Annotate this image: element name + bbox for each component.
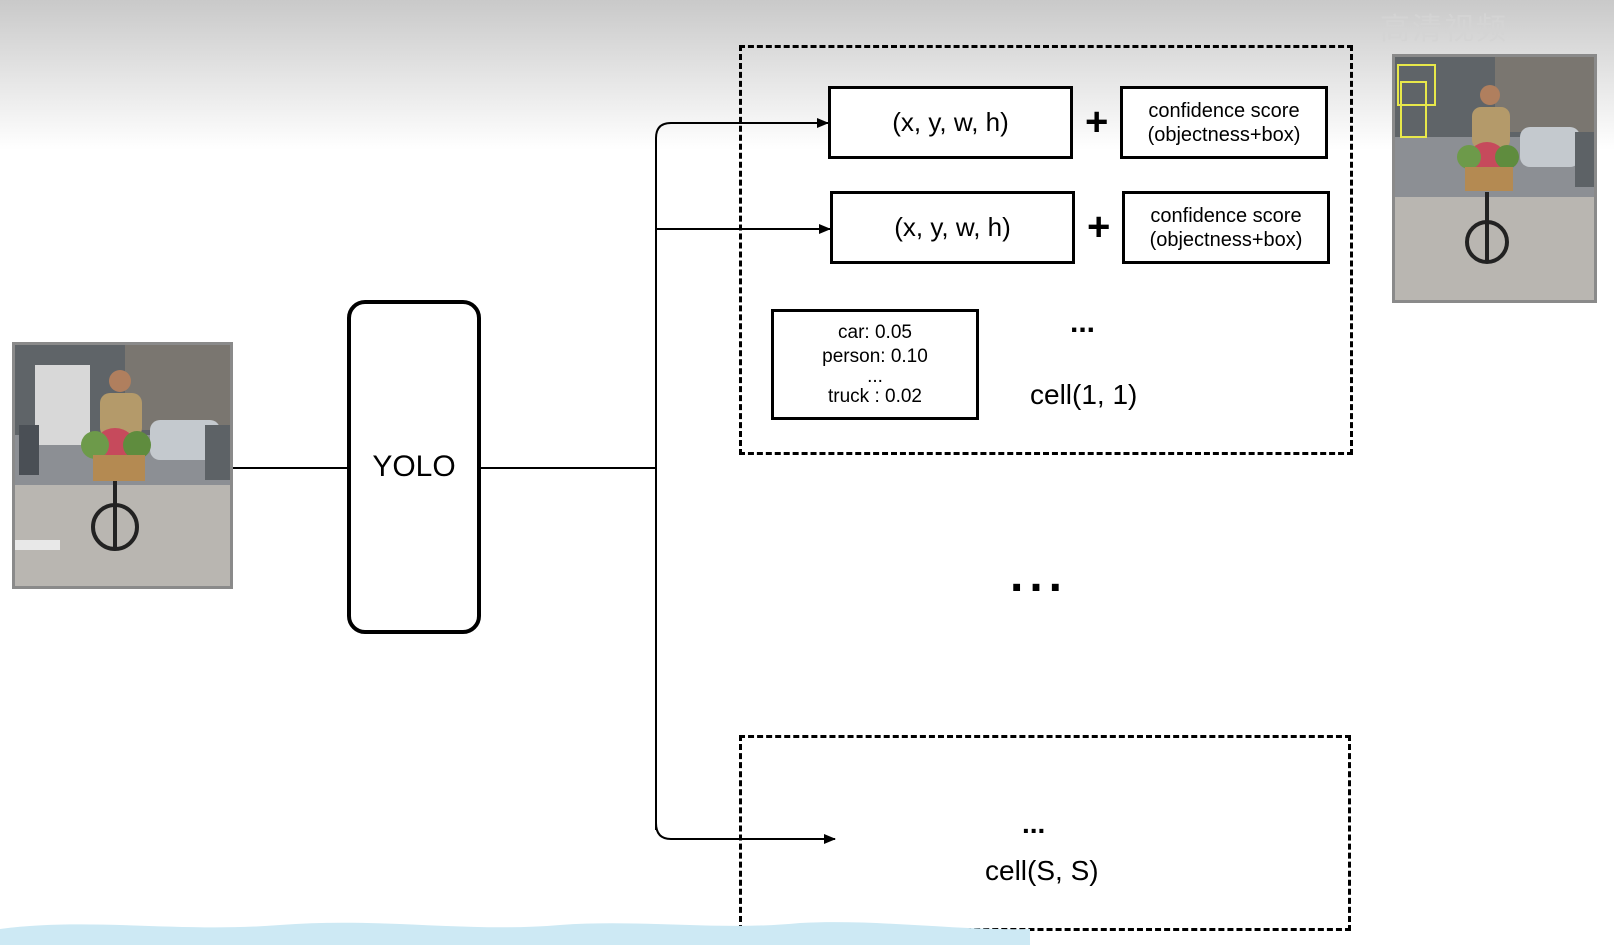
cell-s-s-ellipsis: ...	[1022, 808, 1046, 839]
plus-sign-1: +	[1085, 100, 1109, 144]
watermark-text: 高清视频	[1380, 13, 1508, 46]
detection-box-2	[1400, 81, 1427, 138]
confidence-box-1: confidence score (objectness+box)	[1120, 86, 1328, 159]
cell-s-s-label: cell(S, S)	[985, 855, 1099, 886]
class-probabilities-box: car: 0.05 person: 0.10 ... truck : 0.02	[771, 309, 979, 420]
class-prob-car: car: 0.05	[838, 321, 912, 343]
bbox-coords-box-1: (x, y, w, h)	[828, 86, 1073, 159]
confidence-line1: confidence score	[1150, 204, 1302, 227]
confidence-line2: (objectness+box)	[1147, 123, 1301, 146]
confidence-line1: confidence score	[1148, 99, 1300, 122]
output-image-with-detections	[1392, 54, 1597, 303]
class-prob-ellipsis: ...	[867, 365, 883, 387]
plus-sign-2: +	[1087, 205, 1111, 249]
more-boxes-ellipsis: ...	[1070, 306, 1096, 339]
yolo-model-box: YOLO	[347, 300, 481, 634]
cell-s-s-frame	[739, 735, 1351, 931]
branch-arrow-cell-s-s	[655, 822, 836, 844]
class-prob-truck: truck : 0.02	[828, 385, 922, 407]
confidence-box-2: confidence score (objectness+box)	[1122, 191, 1330, 264]
cell-1-1-frame	[739, 45, 1353, 455]
input-image	[12, 342, 233, 589]
top-shading	[0, 0, 1614, 150]
more-cells-ellipsis: ...	[1010, 549, 1069, 602]
confidence-line2: (objectness+box)	[1149, 228, 1303, 251]
cell-1-1-label: cell(1, 1)	[1030, 379, 1138, 410]
bottom-wave-decoration	[0, 922, 1030, 945]
branch-trunk	[655, 118, 829, 830]
detection-box-1	[1397, 64, 1436, 106]
class-prob-person: person: 0.10	[822, 345, 928, 367]
bbox-coords-box-2: (x, y, w, h)	[830, 191, 1075, 264]
